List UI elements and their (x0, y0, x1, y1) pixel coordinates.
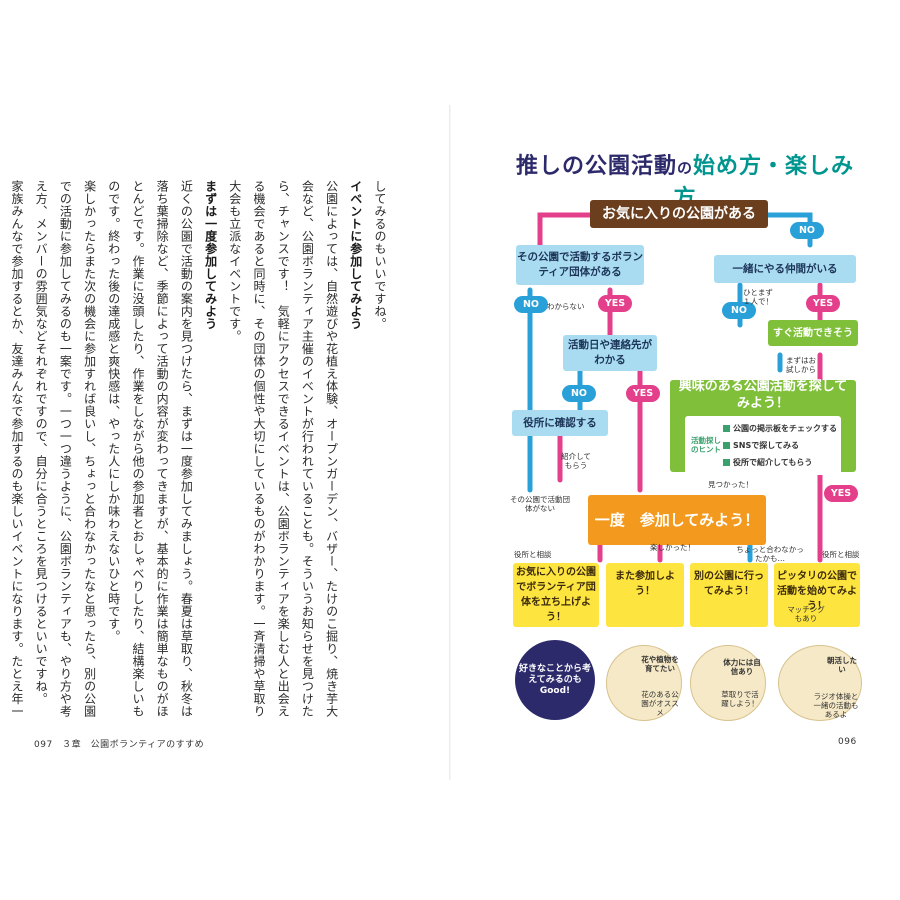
outcome-start-group: お気に入りの公園でボランティア団体を立ち上げよう！ (513, 563, 599, 627)
paragraph: 楽しかったらまた次の機会に参加すれば良いし、ちょっと合わなかったなと思ったら、別… (34, 180, 97, 718)
title-part-a: 推しの公園活動 (515, 154, 677, 179)
note-mismatch: ちょっと合わなかったかも… (736, 545, 804, 563)
tip-head: 花や植物を育てたい (641, 655, 679, 673)
yes-pill: YES (598, 295, 632, 312)
title-part-c: 始め方・楽しみ方 (673, 154, 855, 211)
outcome-perfect-park: ピッタリの公園で活動を始めてみよう！ (774, 563, 860, 627)
yes-pill: YES (824, 485, 858, 502)
find-title: 興味のある公園活動を探してみよう！ (678, 378, 848, 411)
outcome-other-park: 別の公園に行ってみよう！ (690, 563, 768, 627)
yes-pill: YES (806, 295, 840, 312)
find-activity-panel: 興味のある公園活動を探してみよう！ 活動探しのヒント 公園の掲示板をチェックする… (670, 378, 856, 475)
book-gutter (449, 105, 451, 780)
tip-head: 体力には自信あり (723, 658, 761, 676)
note-no-group: その公園で活動団体がない (510, 495, 570, 513)
folio-right: 096 (838, 737, 857, 747)
question-group-box: その公園で活動するボランティア団体がある (516, 245, 644, 285)
hint-item: 役所で紹介してもらう (723, 455, 837, 470)
check-icon (723, 441, 730, 449)
question-schedule-box: 活動日や連絡先がわかる (563, 335, 657, 371)
weeding-illustration (690, 645, 766, 721)
paragraph: 公園によっては、自然遊びや花植え体験、オープンガーデン、バザー、たけのこ掘り、焼… (227, 180, 339, 718)
left-page-body: してみるのもいいですね。 イベントに参加してみよう 公園によっては、自然遊びや花… (0, 180, 392, 720)
yes-pill: YES (626, 385, 660, 402)
question-friends-box: 一緒にやる仲間がいる (714, 255, 856, 283)
hint-list: 公園の掲示板をチェックする SNSで探してみる 役所で紹介してもらう (723, 419, 837, 472)
note-try: まずはお試しから (786, 356, 816, 374)
can-start-box: すぐ活動できそう (768, 320, 858, 346)
join-once-box: 一度 参加してみよう！ (588, 495, 766, 545)
section-heading: まずは一度参加してみよう (203, 180, 218, 330)
section-heading: イベントに参加してみよう (348, 180, 363, 330)
note-fun: 楽しかった！ (650, 543, 695, 552)
note-found: 見つかった！ (708, 480, 753, 489)
check-icon (723, 458, 730, 466)
hint-card: 活動探しのヒント 公園の掲示板をチェックする SNSで探してみる 役所で紹介して… (685, 415, 841, 475)
no-pill: NO (722, 302, 756, 319)
no-pill: NO (562, 385, 596, 402)
start-box: お気に入りの公園がある (590, 200, 768, 228)
morning-illustration (778, 645, 862, 721)
paragraph: 家族みんなで参加するとか、友達みんなで参加するのも楽しいイベントになります。たと… (9, 180, 24, 718)
hint-item: 公園の掲示板をチェックする (723, 421, 837, 436)
title-part-b: の (676, 159, 693, 177)
hint-label: 活動探しのヒント (691, 436, 721, 454)
tip-body: 草取りで活躍しよう！ (721, 690, 759, 708)
tip-body: ラジオ体操と一緒の活動もあるよ (813, 692, 859, 719)
ask-office-box: 役所に確認する (512, 410, 608, 436)
good-bubble: 好きなことから考えてみるのもGood! (515, 640, 595, 720)
flower-illustration (606, 645, 682, 721)
note-office-consult: 役所と相談 (514, 550, 552, 559)
note-intro: 紹介してもらう (561, 452, 591, 470)
note-office-consult: 役所と相談 (822, 550, 860, 559)
tip-head: 朝活したい (827, 656, 857, 674)
note-alone: ひとまず１人で！ (743, 288, 773, 306)
no-pill: NO (514, 296, 548, 313)
note-matching: マッチングもあり (787, 605, 825, 623)
check-icon (723, 424, 730, 432)
infographic-title: 推しの公園活動の始め方・楽しみ方 (510, 148, 860, 212)
no-pill: NO (790, 222, 824, 239)
hint-item: SNSで探してみる (723, 438, 837, 453)
note-unknown: わからない (547, 302, 585, 311)
outcome-join-again: また参加しよう！ (606, 563, 684, 627)
tip-body: 花のある公園がオススメ (641, 690, 679, 717)
paragraph: してみるのもいいですね。 (373, 180, 387, 330)
folio-left: 097 ３章 公園ボランティアのすすめ (34, 740, 205, 750)
paragraph: 近くの公園で活動の案内を見つけたら、まずは一度参加してみましょう。春夏は草取り、… (106, 180, 194, 718)
